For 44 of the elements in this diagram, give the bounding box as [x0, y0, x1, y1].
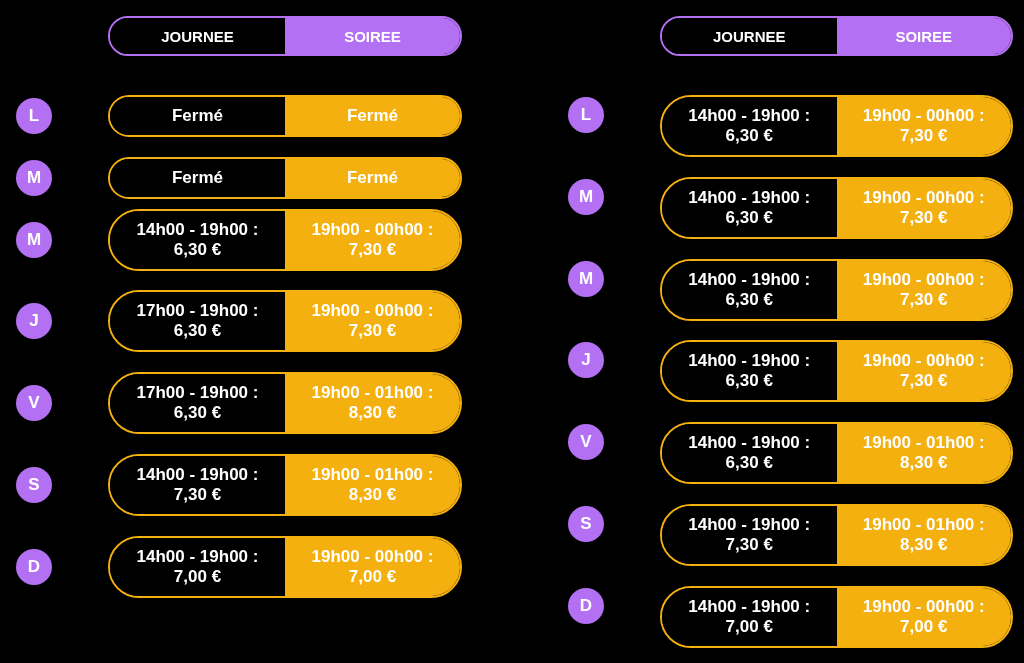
day-price-text: 14h00 - 19h00 : 6,30 €	[687, 188, 812, 228]
day-price-text: 14h00 - 19h00 : 7,30 €	[687, 515, 812, 555]
day-badge: M	[568, 179, 604, 215]
day-badge: M	[16, 222, 52, 258]
day-badge: D	[568, 588, 604, 624]
day-badge: L	[568, 97, 604, 133]
soiree-tab: SOIREE	[285, 18, 460, 54]
day-price-text: 17h00 - 19h00 : 6,30 €	[135, 383, 260, 423]
evening-price-text: 19h00 - 00h00 : 7,30 €	[861, 106, 986, 146]
evening-price-text: 19h00 - 00h00 : 7,00 €	[310, 547, 435, 587]
day-price-text: 14h00 - 19h00 : 6,30 €	[135, 220, 260, 260]
evening-price-text: 19h00 - 00h00 : 7,30 €	[310, 301, 435, 341]
evening-price-text: 19h00 - 01h00 : 8,30 €	[310, 465, 435, 505]
day-price-text: 17h00 - 19h00 : 6,30 €	[135, 301, 260, 341]
day-price-text: Fermé	[172, 168, 223, 188]
day-badge: L	[16, 98, 52, 134]
day-price-text: 14h00 - 19h00 : 7,00 €	[687, 597, 812, 637]
day-price-text: 14h00 - 19h00 : 6,30 €	[687, 433, 812, 473]
day-badge: J	[568, 342, 604, 378]
evening-price-text: 19h00 - 00h00 : 7,30 €	[861, 188, 986, 228]
day-badge: V	[16, 385, 52, 421]
evening-price-text: 19h00 - 00h00 : 7,30 €	[861, 270, 986, 310]
day-price-text: 14h00 - 19h00 : 6,30 €	[687, 270, 812, 310]
evening-price-text: Fermé	[347, 106, 398, 126]
day-badge: J	[16, 303, 52, 339]
evening-price-text: 19h00 - 00h00 : 7,00 €	[861, 597, 986, 637]
day-badge: S	[568, 506, 604, 542]
day-price-text: 14h00 - 19h00 : 7,30 €	[135, 465, 260, 505]
evening-price-text: 19h00 - 00h00 : 7,30 €	[310, 220, 435, 260]
day-price-text: 14h00 - 19h00 : 6,30 €	[687, 351, 812, 391]
day-badge: M	[568, 261, 604, 297]
day-badge: M	[16, 160, 52, 196]
evening-price-text: 19h00 - 01h00 : 8,30 €	[861, 515, 986, 555]
evening-price-text: 19h00 - 01h00 : 8,30 €	[861, 433, 986, 473]
evening-price-text: 19h00 - 00h00 : 7,30 €	[861, 351, 986, 391]
day-price-text: 14h00 - 19h00 : 7,00 €	[135, 547, 260, 587]
day-price-text: Fermé	[172, 106, 223, 126]
evening-price-text: 19h00 - 01h00 : 8,30 €	[310, 383, 435, 423]
soiree-tab: SOIREE	[836, 18, 1011, 54]
day-price-text: 14h00 - 19h00 : 6,30 €	[687, 106, 812, 146]
evening-price-text: Fermé	[347, 168, 398, 188]
day-badge: S	[16, 467, 52, 503]
day-badge: D	[16, 549, 52, 585]
day-badge: V	[568, 424, 604, 460]
